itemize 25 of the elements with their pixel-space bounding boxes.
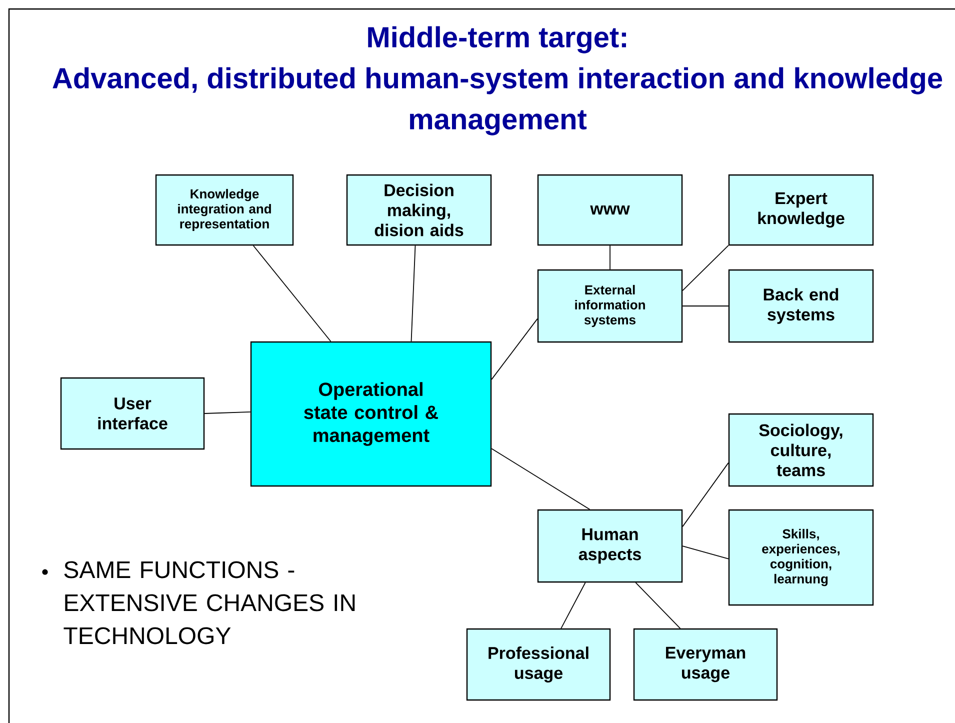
connector-line [560,582,586,629]
main-box: Operational state control & management [250,341,492,487]
process-box: User interface [60,377,205,450]
connector-line [635,582,681,629]
process-box: www [537,174,683,246]
connector-line [682,546,729,560]
connector-line [491,318,538,380]
process-box: Expert knowledge [728,174,874,246]
connector-line [252,245,332,342]
process-box: External information systems [537,269,683,343]
process-box: Decision making, dision aids [346,174,492,246]
connector-line [204,411,251,414]
process-box: Skills, experiences, cognition, learnung [728,509,874,606]
process-box: Sociology, culture, teams [728,413,874,487]
connector-line [491,448,590,510]
process-box: Human aspects [537,509,683,583]
connector-line [682,462,729,527]
process-box: Knowledge integration and representation [155,174,294,246]
process-box: Professional usage [466,628,611,701]
bullet-text: SAME FUNCTIONS - EXTENSIVE CHANGES IN TECHNOLOGY [64,561,355,644]
process-box: Everyman usage [633,628,778,701]
connector-line [682,244,729,292]
title: Middle-term target: Advanced, distributed human-system interaction and knowledge management [52,26,942,136]
connector-line [410,245,416,342]
process-box: Back end systems [728,269,874,343]
